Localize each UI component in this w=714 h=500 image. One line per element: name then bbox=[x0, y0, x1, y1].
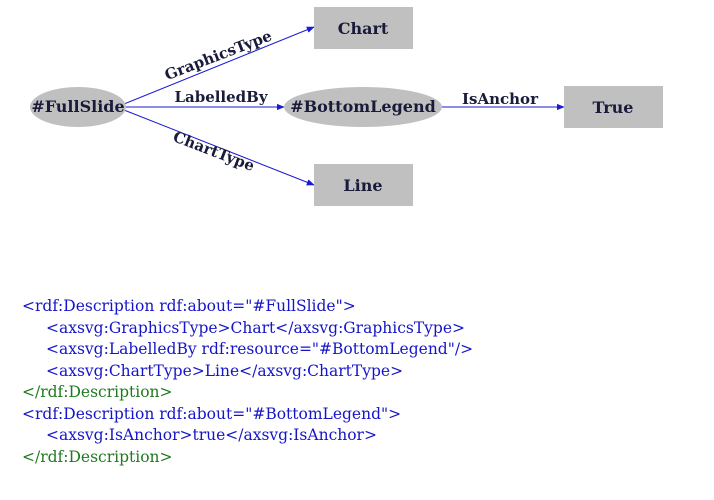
code-line: <rdf:Description rdf:about="#BottomLegen… bbox=[22, 404, 402, 423]
node-line bbox=[314, 164, 413, 206]
node-label-bottom-legend: #BottomLegend bbox=[290, 97, 436, 116]
edge-label-labelled-by: LabelledBy bbox=[174, 88, 268, 106]
code-line: <axsvg:IsAnchor>true</axsvg:IsAnchor> bbox=[46, 426, 377, 444]
rdf-xml-code-block: <rdf:Description rdf:about="#FullSlide">… bbox=[22, 296, 702, 468]
code-line: <axsvg:GraphicsType>Chart</axsvg:Graphic… bbox=[46, 318, 466, 337]
node-label-full-slide: #FullSlide bbox=[31, 97, 124, 116]
rdf-graph-diagram: GraphicsType LabelledBy ChartType IsAnch… bbox=[30, 7, 663, 206]
edge-label-chart-type: ChartType bbox=[171, 128, 257, 176]
edge-label-is-anchor: IsAnchor bbox=[462, 90, 539, 108]
code-line: </rdf:Description> bbox=[22, 447, 173, 466]
code-line: <axsvg:LabelledBy rdf:resource="#BottomL… bbox=[46, 340, 474, 358]
edge-chart-type bbox=[123, 109, 315, 186]
node-true bbox=[564, 86, 663, 128]
node-label-chart: Chart bbox=[338, 19, 389, 38]
node-label-line: Line bbox=[343, 176, 382, 195]
edge-graphics-type bbox=[123, 26, 315, 105]
node-label-true: True bbox=[593, 98, 634, 117]
node-full-slide bbox=[30, 87, 126, 127]
edge-label-graphics-type: GraphicsType bbox=[162, 27, 274, 84]
node-bottom-legend bbox=[284, 87, 442, 127]
code-line: <rdf:Description rdf:about="#FullSlide"> bbox=[22, 297, 356, 315]
node-chart bbox=[314, 7, 413, 49]
code-line: </rdf:Description> bbox=[22, 383, 173, 401]
code-line: <axsvg:ChartType>Line</axsvg:ChartType> bbox=[46, 361, 404, 380]
